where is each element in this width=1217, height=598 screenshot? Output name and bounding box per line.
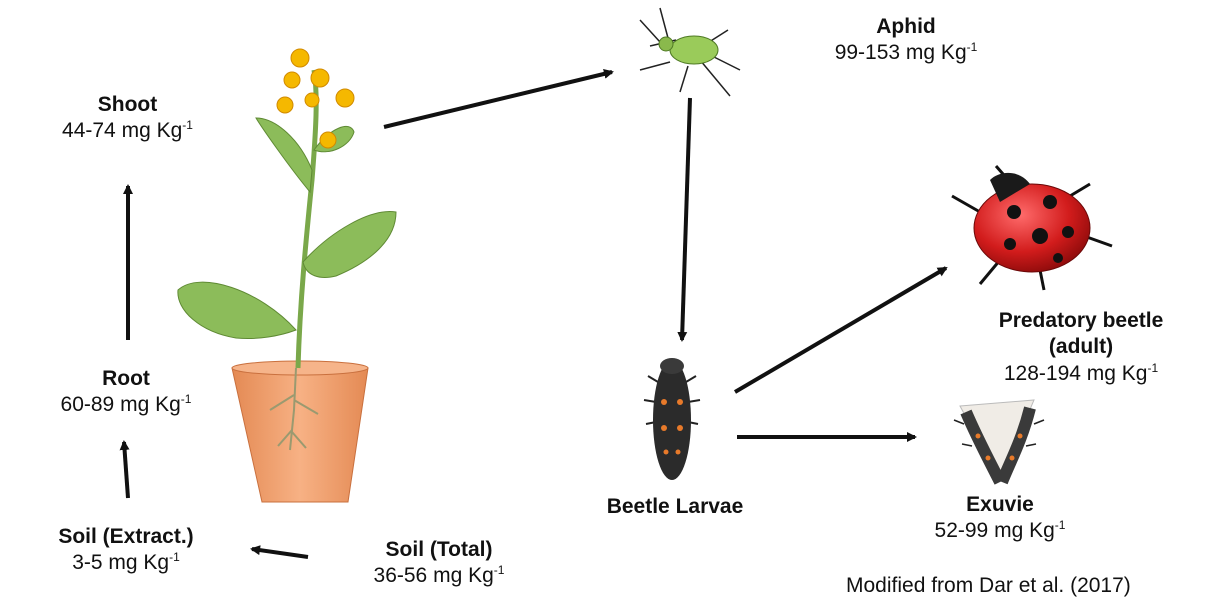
root-label: Root 60-89 mg Kg-1 (10, 366, 242, 419)
arrow-plant-to-aphid (384, 72, 612, 127)
shoot-label: Shoot 44-74 mg Kg-1 (20, 92, 235, 145)
beetle-larvae-icon (644, 358, 700, 480)
beetle-larvae-label: Beetle Larvae (570, 494, 780, 520)
arrow-soil-total-to-soil-extract (252, 549, 308, 557)
root-value: 60-89 mg Kg-1 (10, 392, 242, 418)
source-credit: Modified from Dar et al. (2017) (846, 574, 1131, 598)
soil-total-label: Soil (Total) 36-56 mg Kg-1 (330, 537, 548, 590)
arrow-soil-extract-to-root (124, 442, 128, 498)
soil-extract-label: Soil (Extract.) 3-5 mg Kg-1 (8, 524, 244, 577)
soil-total-title: Soil (Total) (330, 537, 548, 563)
exuvie-title: Exuvie (900, 492, 1100, 518)
aphid-icon (640, 8, 740, 96)
ladybird-icon (952, 166, 1112, 290)
exuvie-icon (954, 400, 1044, 482)
arrow-aphid-to-larvae (682, 98, 690, 340)
exuvie-value: 52-99 mg Kg-1 (900, 518, 1100, 544)
predatory-beetle-value: 128-194 mg Kg-1 (950, 361, 1212, 387)
aphid-label: Aphid 99-153 mg Kg-1 (790, 14, 1022, 67)
predatory-beetle-title-line2: (adult) (950, 334, 1212, 360)
soil-extract-value: 3-5 mg Kg-1 (8, 550, 244, 576)
beetle-larvae-title: Beetle Larvae (570, 494, 780, 520)
soil-total-value: 36-56 mg Kg-1 (330, 563, 548, 589)
root-title: Root (10, 366, 242, 392)
soil-extract-title: Soil (Extract.) (8, 524, 244, 550)
arrow-larvae-to-beetle (735, 268, 946, 392)
plant-pot-icon (232, 361, 368, 502)
shoot-value: 44-74 mg Kg-1 (20, 118, 235, 144)
aphid-value: 99-153 mg Kg-1 (790, 40, 1022, 66)
shoot-title: Shoot (20, 92, 235, 118)
predatory-beetle-label: Predatory beetle (adult) 128-194 mg Kg-1 (950, 308, 1212, 387)
predatory-beetle-title-line1: Predatory beetle (950, 308, 1212, 334)
exuvie-label: Exuvie 52-99 mg Kg-1 (900, 492, 1100, 545)
aphid-title: Aphid (790, 14, 1022, 40)
